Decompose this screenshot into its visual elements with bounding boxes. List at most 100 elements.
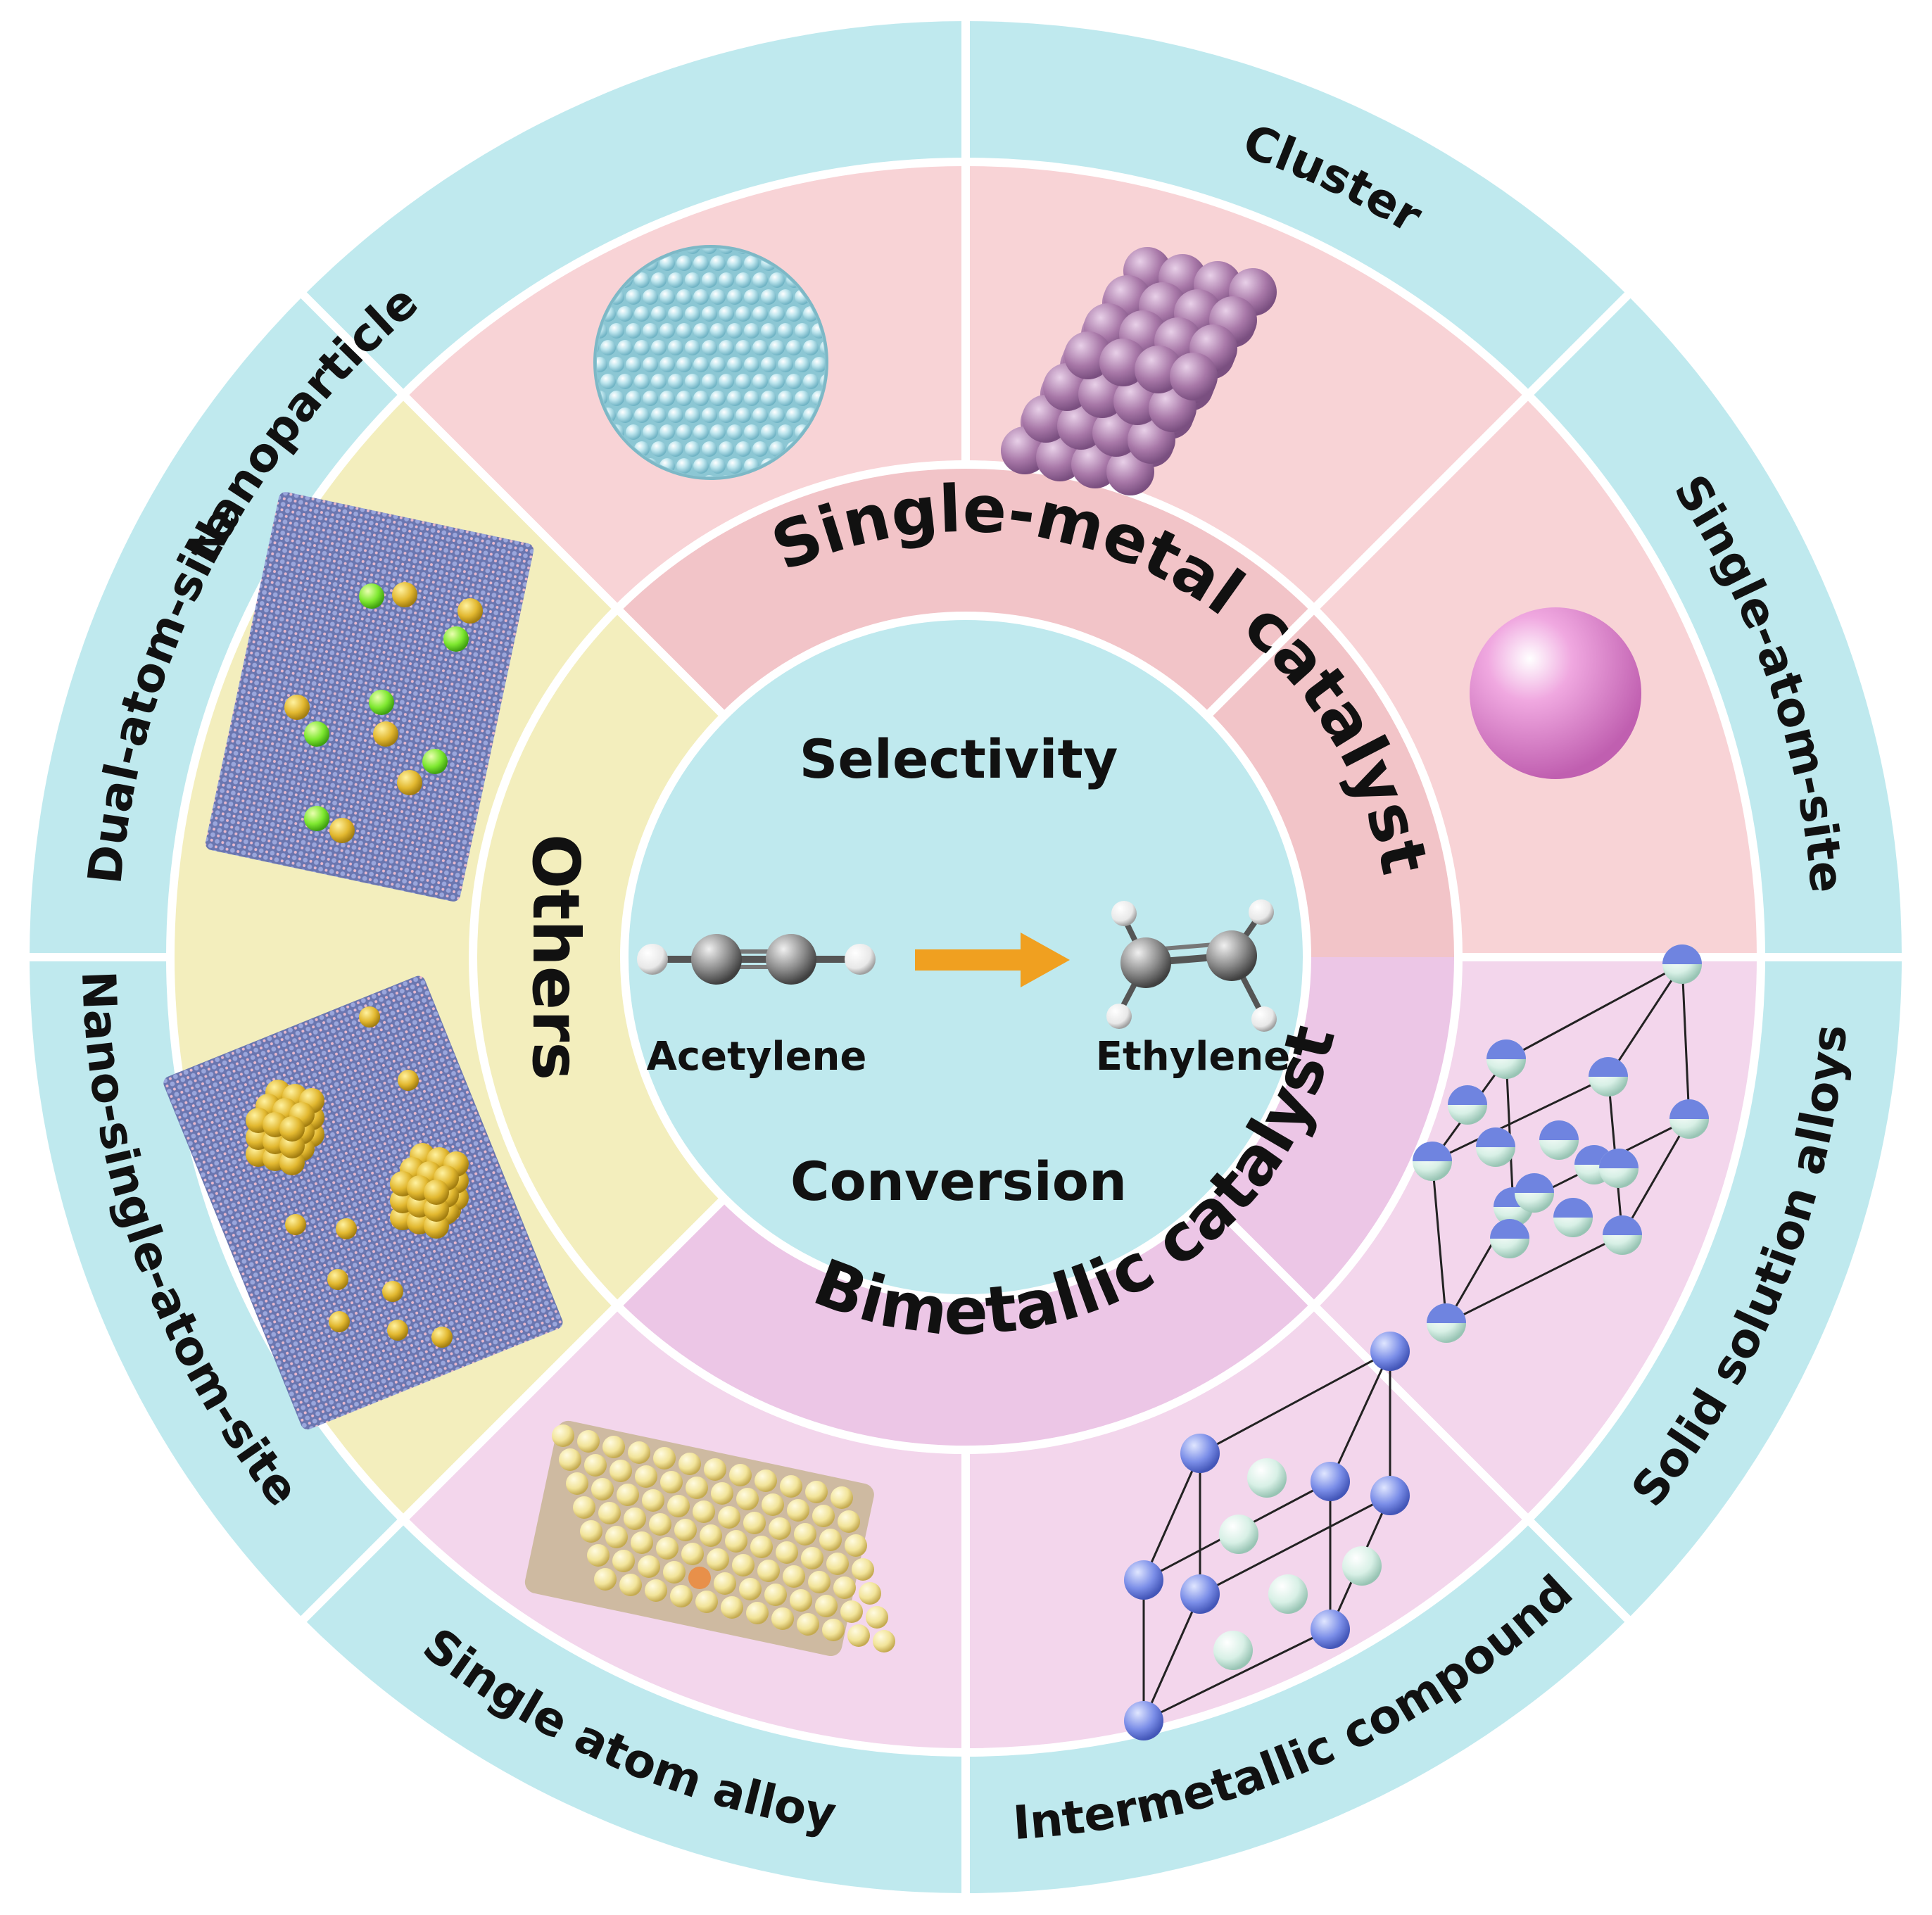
gold-atom <box>284 695 310 720</box>
ethylene-label: Ethylene <box>1096 1034 1290 1080</box>
host-atom <box>812 1505 835 1527</box>
host-atom <box>707 1548 729 1571</box>
blue-atom <box>1370 1332 1410 1371</box>
host-atom <box>797 1613 819 1636</box>
host-atom <box>838 1510 860 1533</box>
host-atom <box>638 1555 660 1578</box>
host-atom <box>612 1550 635 1572</box>
selectivity-label: Selectivity <box>800 728 1118 790</box>
host-atom <box>801 1547 823 1569</box>
host-atom <box>635 1465 657 1488</box>
blue-atom <box>1311 1462 1350 1501</box>
ethylene-molecule-icon <box>1106 899 1277 1032</box>
host-atom <box>743 1512 766 1534</box>
gold-atom <box>392 582 417 607</box>
mixed-atom-half <box>1603 1215 1642 1235</box>
dual-atom-lattice-icon <box>205 492 534 902</box>
intermetallic-crystal-icon <box>1124 1332 1410 1740</box>
mixed-atom-half <box>1413 1142 1452 1161</box>
mixed-atom-half <box>1589 1057 1628 1077</box>
host-atom <box>845 1534 867 1557</box>
host-atom <box>617 1484 639 1506</box>
category-bands <box>617 464 1459 1450</box>
mixed-atom-half <box>1599 1149 1639 1168</box>
host-atom <box>552 1424 574 1447</box>
host-atom <box>624 1508 646 1530</box>
mixed-atom-half <box>1427 1303 1466 1323</box>
host-atom <box>580 1520 602 1543</box>
host-atom <box>866 1606 888 1629</box>
host-atom <box>826 1553 849 1575</box>
green-atom <box>369 690 394 715</box>
acetylene-label: Acetylene <box>647 1034 867 1080</box>
host-atom <box>674 1519 697 1541</box>
mint-atom <box>1219 1515 1258 1554</box>
host-atom <box>663 1561 686 1584</box>
gold-atom <box>398 1070 419 1091</box>
host-atom <box>714 1572 736 1595</box>
green-atom <box>422 749 448 774</box>
atom-cluster-icon <box>1001 247 1277 495</box>
mixed-atom-half <box>1669 1099 1709 1119</box>
host-atom <box>649 1513 671 1536</box>
dopant-atom <box>688 1567 711 1589</box>
host-atom <box>808 1571 831 1593</box>
single-atom-alloy-icon <box>524 1420 895 1657</box>
nano-cluster-lattice-icon <box>163 975 563 1430</box>
gold-atom <box>329 1311 350 1332</box>
host-atom <box>610 1460 632 1482</box>
host-atom <box>732 1554 755 1576</box>
host-atom <box>559 1448 581 1471</box>
cluster-atom <box>424 1180 449 1205</box>
host-atom <box>762 1493 784 1516</box>
host-atom <box>859 1582 881 1605</box>
acetylene-molecule-icon <box>637 934 876 985</box>
host-atom <box>783 1565 805 1588</box>
mint-atom <box>1247 1458 1287 1498</box>
green-atom <box>359 583 384 609</box>
mint-atom <box>1213 1631 1253 1670</box>
separators <box>23 14 1909 1900</box>
mixed-atom-half <box>1476 1127 1515 1147</box>
host-atom <box>631 1531 653 1554</box>
host-atom <box>667 1495 690 1517</box>
host-atom <box>645 1579 667 1602</box>
mixed-atom-half <box>1486 1039 1526 1059</box>
host-atom <box>815 1595 838 1617</box>
blue-atom <box>1180 1434 1220 1473</box>
host-atom <box>822 1619 845 1641</box>
host-atom <box>577 1430 600 1453</box>
host-atom <box>711 1482 733 1505</box>
host-atom <box>847 1624 870 1647</box>
gold-atom <box>431 1327 453 1348</box>
host-atom <box>642 1489 664 1512</box>
host-atom <box>852 1558 874 1581</box>
blue-atom <box>1370 1476 1410 1515</box>
conversion-label: Conversion <box>790 1150 1127 1213</box>
host-atom <box>769 1517 791 1540</box>
host-atom <box>591 1478 614 1500</box>
host-atom <box>794 1523 816 1546</box>
gold-atom <box>397 770 422 795</box>
host-atom <box>678 1453 701 1475</box>
host-atom <box>566 1472 588 1495</box>
host-atom <box>573 1496 595 1519</box>
gold-atom <box>457 598 483 624</box>
host-atom <box>739 1578 762 1600</box>
host-atom <box>780 1475 802 1498</box>
reaction-arrow-icon <box>915 933 1070 987</box>
host-atom <box>602 1436 625 1458</box>
category-others: Others <box>518 834 593 1080</box>
gold-atom <box>329 818 355 843</box>
host-atom <box>764 1584 787 1606</box>
host-atom <box>660 1471 683 1493</box>
host-atom <box>757 1560 780 1582</box>
host-atom <box>725 1530 747 1553</box>
mixed-atom-half <box>1553 1198 1593 1218</box>
host-atom <box>695 1591 718 1613</box>
host-atom <box>736 1488 759 1510</box>
mint-atom <box>1342 1546 1382 1586</box>
green-atom <box>304 721 329 747</box>
host-atom <box>833 1576 856 1599</box>
